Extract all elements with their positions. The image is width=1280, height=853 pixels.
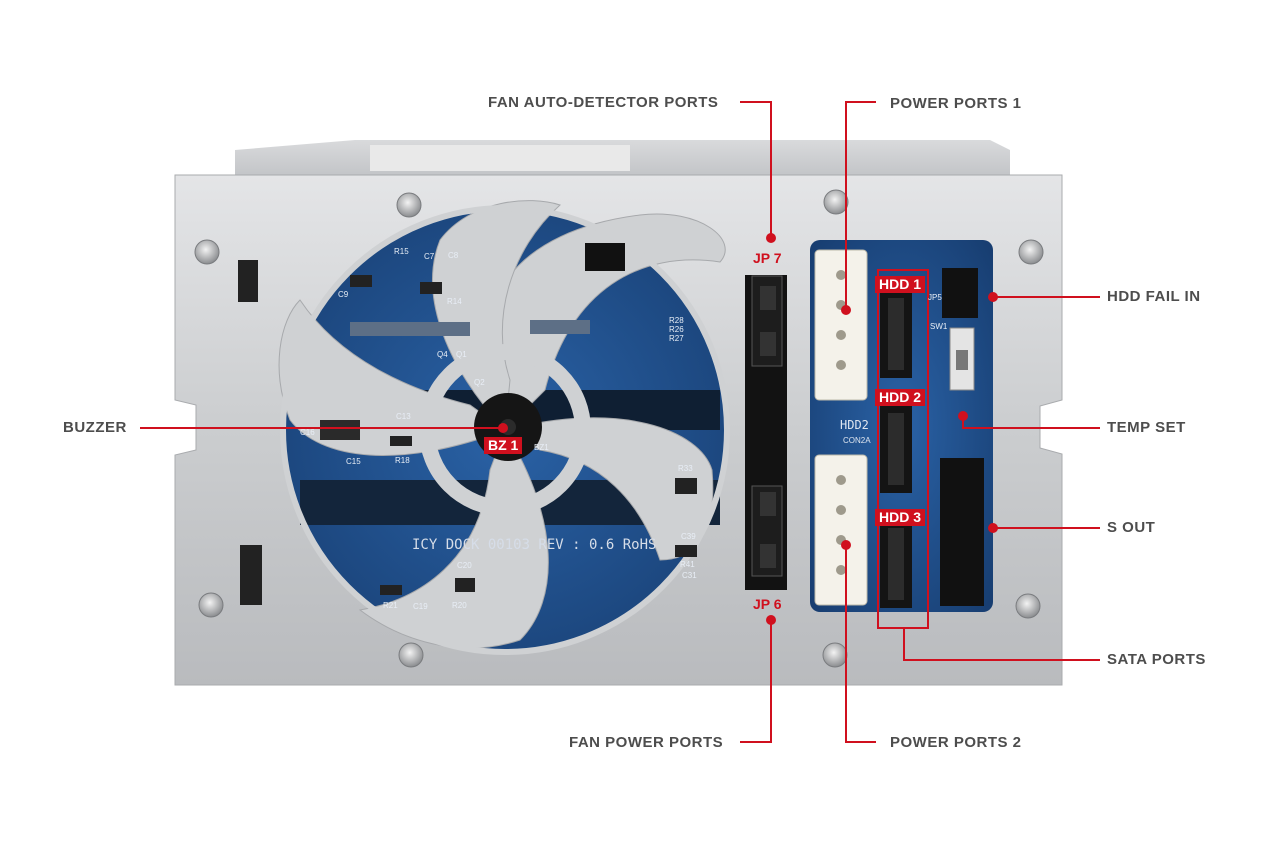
ref-r20: R20 [452,601,467,610]
ref-c20: C20 [457,561,472,570]
ref-c13: C13 [396,412,411,421]
ref-r15: R15 [394,247,409,256]
ref-q2: Q2 [474,378,485,387]
ref-c16: C16 [300,428,315,437]
screw-icon [198,592,224,618]
ref-q1: Q1 [456,350,467,359]
tag-hdd1: HDD 1 [875,276,926,293]
callout-sata-ports: SATA PORTS [1107,651,1206,668]
callout-fan-auto-detector-ports: FAN AUTO-DETECTOR PORTS [488,94,719,111]
callout-buzzer: BUZZER [63,419,127,436]
ref-c9: C9 [338,290,349,299]
screw-icon [396,192,422,218]
power-port-1 [814,249,868,401]
ref-r41: R41 [680,560,695,569]
callout-s-out: S OUT [1107,519,1156,536]
screw-icon [1018,239,1044,265]
callout-fan-power-ports: FAN POWER PORTS [569,734,724,751]
ref-bz1: BZ1 [534,443,549,452]
hdd2-board-mark: HDD2 [840,418,869,432]
ref-r18: R18 [395,456,410,465]
ref-c7: C7 [424,252,435,261]
tag-jp6: JP 6 [753,596,782,612]
ref-r28: R28 [669,316,684,325]
board-silkscreen: ICY DOCK 00103 REV : 0.6 RoHS [412,537,657,553]
vent-slot-lower [240,545,262,605]
tag-jp7: JP 7 [753,250,782,266]
temp-set-switch [949,327,975,391]
s-out-header [940,458,984,606]
leader-lines [140,101,1100,743]
leader-fan-power-ports [740,620,772,743]
vent-slot-upper [238,260,258,302]
enclosure-top-label [370,145,630,171]
con2a-board-mark: CON2A [843,436,871,445]
tag-hdd2: HDD 2 [875,389,926,406]
tag-bz1: BZ 1 [484,437,523,454]
ref-r14: R14 [447,297,462,306]
pcb-components [320,243,697,595]
screws [194,189,1044,668]
leader-power-ports-2 [845,545,876,743]
ref-c39: C39 [681,532,696,541]
ref-q4: Q4 [437,350,448,359]
tag-hdd3: HDD 3 [875,509,926,526]
fan-hub-ring [419,344,591,516]
power-port-2 [814,454,868,606]
ref-jp5: JP5 [928,293,942,302]
screw-icon [398,642,424,668]
ref-r21: R21 [383,601,398,610]
leader-power-ports-1 [845,101,876,310]
callout-hdd-fail-in: HDD FAIL IN [1107,288,1201,305]
hdd-fail-in-header [942,268,978,318]
leader-fan-auto-detector [740,101,772,238]
screw-icon [1015,593,1041,619]
ref-c31: C31 [682,571,697,580]
ref-c8: C8 [448,251,459,260]
ref-sw1: SW1 [930,322,948,331]
fan-connector-column [745,275,787,590]
pcb-window-right [810,240,993,612]
ref-r27: R27 [669,334,684,343]
callout-power-ports-1: POWER PORTS 1 [890,95,1022,112]
ref-c15: C15 [346,457,361,466]
screw-icon [822,642,848,668]
ref-c19: C19 [413,602,428,611]
ref-r33: R33 [678,464,693,473]
callout-temp-set: TEMP SET [1107,419,1186,436]
leader-sata-ports [903,628,1100,661]
callout-power-ports-2: POWER PORTS 2 [890,734,1022,751]
ref-r26: R26 [669,325,684,334]
screw-icon [194,239,220,265]
screw-icon [823,189,849,215]
